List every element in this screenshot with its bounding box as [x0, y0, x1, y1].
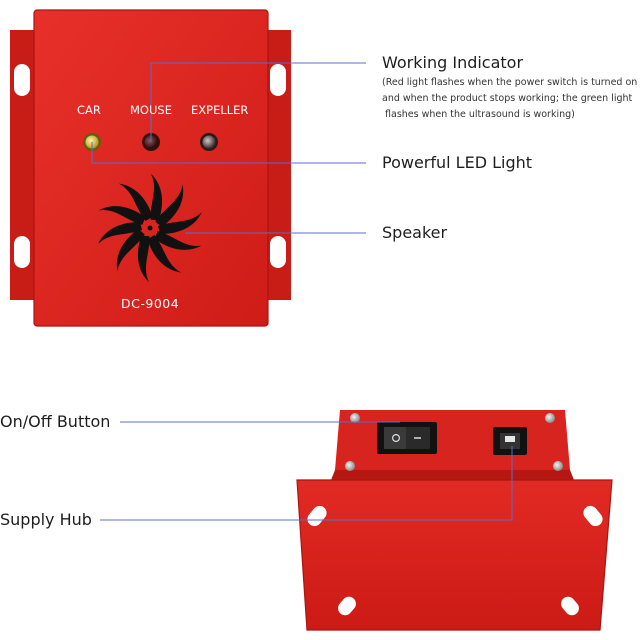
speaker-blade	[137, 235, 150, 283]
off-symbol-icon	[392, 434, 401, 443]
note-line: (Red light flashes when the power switch…	[382, 77, 638, 88]
working-indicator-note: (Red light flashes when the power switch…	[382, 75, 640, 123]
speaker-blade	[154, 231, 202, 250]
supply-hub-label: Supply Hub	[0, 510, 92, 529]
speaker-blade	[150, 173, 163, 221]
screw-bottom-left	[345, 461, 355, 471]
car-led-label: CAR	[77, 103, 101, 117]
speaker-blade	[98, 206, 146, 225]
device-front-view	[10, 9, 291, 327]
speaker-blade	[155, 184, 184, 227]
leader-working-indicator	[150, 62, 366, 142]
mouse-led-label: MOUSE	[130, 103, 172, 117]
on-off-button-label: On/Off Button	[0, 412, 111, 431]
note-line: and when the product stops working; the …	[382, 93, 633, 104]
front-slot-top-left	[307, 505, 327, 527]
speaker-blade	[98, 222, 142, 244]
screw-bottom-right	[553, 461, 563, 471]
left-mount-slot-bottom	[14, 236, 30, 268]
front-slot-top-right	[583, 505, 603, 527]
leader-led-light	[91, 142, 366, 164]
rocker-switch[interactable]	[377, 422, 437, 454]
front-slot-bottom-left	[338, 596, 356, 616]
front-slot-bottom-right	[561, 596, 579, 616]
speaker-blade	[116, 229, 145, 272]
leader-supply-hub	[100, 446, 513, 521]
left-flange	[10, 30, 40, 300]
power-socket[interactable]	[493, 427, 527, 455]
device-body	[34, 10, 268, 326]
speaker-label: Speaker	[382, 223, 448, 242]
device-rear-view	[296, 410, 613, 631]
right-mount-slot-top	[270, 64, 286, 96]
screw-top-left	[350, 413, 360, 423]
expeller-led	[202, 135, 216, 149]
working-indicator-title: Working Indicator	[382, 53, 524, 72]
led-light-label: Powerful LED Light	[382, 153, 533, 172]
speaker-blade	[118, 183, 153, 222]
speaker-center	[147, 225, 153, 231]
front-face	[297, 480, 612, 630]
speaker-blade	[147, 234, 182, 273]
model-number: DC-9004	[121, 296, 180, 311]
right-mount-slot-bottom	[270, 236, 286, 268]
speaker-grille	[98, 173, 202, 283]
screw-top-right	[545, 413, 555, 423]
speaker-blade	[158, 212, 202, 234]
note-line: flashes when the ultrasound is working)	[382, 109, 575, 120]
left-mount-slot-top	[14, 64, 30, 96]
leader-lines	[91, 62, 513, 521]
top-plate	[335, 410, 570, 470]
expeller-led-label: EXPELLER	[191, 103, 249, 117]
